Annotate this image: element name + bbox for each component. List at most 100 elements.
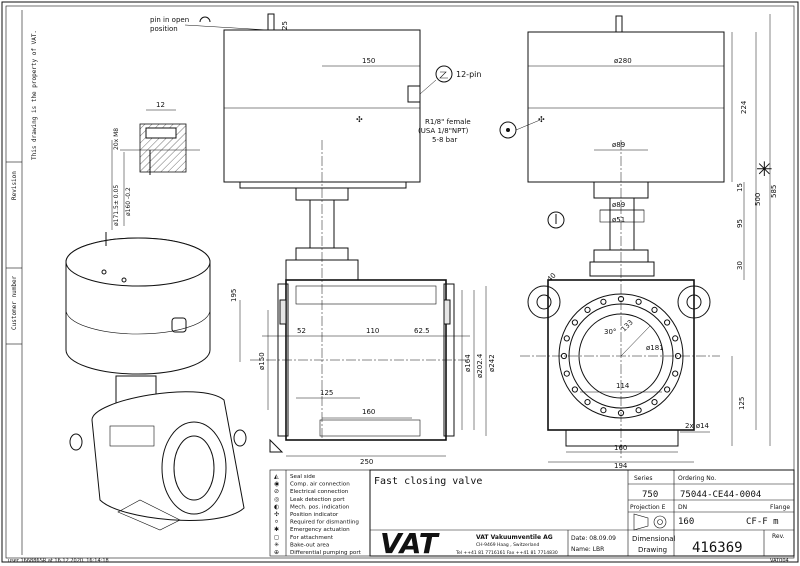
r18-label-2: (USA 1/8"NPT): [418, 127, 469, 135]
bolt-hole: [674, 352, 682, 360]
seal-side-triangle-icon: [269, 438, 284, 453]
dim-194: 194: [614, 462, 628, 470]
customer-number-label: Customer number: [11, 275, 18, 330]
legend-item: Seal side: [290, 474, 316, 480]
dim-12: 12: [156, 101, 165, 109]
dim-125: 125: [320, 389, 333, 397]
revision-field-label: Rev.: [772, 533, 785, 540]
vat-logo: VAT: [380, 527, 440, 560]
bolt-hole: [617, 295, 625, 303]
dim-125-side: 125: [738, 397, 746, 410]
seal-detail: 12 20x M8 ø171.5± 0.05 ø160 -0.2: [111, 101, 200, 230]
bolt-hole: [672, 335, 679, 342]
leak-detection-icon: [547, 211, 565, 229]
dimensional-label: Dimensional: [632, 535, 675, 543]
company-address: CH-9469 Haag , Switzerland: [476, 542, 539, 548]
bolt-hole: [560, 352, 568, 360]
legend-icon: ◭: [274, 473, 279, 480]
dim-114: 114: [616, 382, 630, 390]
legend-item: Differential pumping port: [290, 550, 362, 556]
bolt-hole: [600, 407, 607, 414]
legend-icon: ◻: [274, 534, 279, 541]
dn-value: 160: [678, 517, 694, 527]
r18-label-1: R1/8" female: [425, 118, 471, 126]
projection-label: Projection E: [630, 504, 666, 511]
bolt-hole: [651, 306, 658, 313]
dim-95: 95: [736, 219, 744, 228]
dim-dia-280: ø280: [614, 57, 632, 65]
twelve-pin-label: 12-pin: [456, 70, 481, 79]
title-block: [369, 469, 795, 557]
dim-dia-89-b: ø89: [612, 201, 625, 209]
dn-label: DN: [678, 504, 687, 511]
dim-dia-171: ø171.5± 0.05: [113, 185, 120, 226]
pin-open-label-1: pin in open: [150, 16, 189, 24]
bolt-hole: [651, 399, 658, 406]
bolt-hole: [563, 335, 570, 342]
legend-icon: ✱: [274, 526, 279, 533]
isometric-view: [65, 232, 247, 531]
dim-dia-160-tol: ø160 -0.2: [125, 187, 132, 216]
bake-out-asterisk-icon: ✳: [756, 157, 773, 181]
flange-label: Flange: [770, 504, 790, 511]
footer-user-stamp: user 166886SR at 16.12.2020, 16:14:18: [8, 558, 109, 564]
bolt-hole: [571, 386, 578, 393]
legend-item: Mech. pos. indication: [290, 504, 350, 510]
legend-icon: ⚪: [274, 519, 279, 526]
dim-52: 52: [297, 327, 306, 335]
drawing-title: Fast closing valve: [374, 476, 482, 487]
revision-label: Revision: [11, 171, 18, 200]
legend-item: Comp. air connection: [290, 482, 350, 488]
series-value: 750: [642, 490, 658, 500]
legend-icon: ⊕: [274, 549, 279, 556]
property-note: This drawing is the property of VAT.: [31, 30, 38, 160]
dim-2x-14: 2x ø14: [685, 422, 710, 430]
ordering-label: Ordering No.: [678, 475, 716, 482]
dim-160-side: 160: [614, 444, 627, 452]
legend-icon: ◐: [274, 503, 279, 510]
bolt-hole: [664, 386, 671, 393]
projection-symbol-icon: [633, 513, 667, 531]
bolt-hole: [635, 407, 642, 414]
date-field: Date: 08.09.09: [571, 535, 616, 542]
company-phone: Tel ++41 81 7716161 Fax ++41 81 7714830: [455, 550, 558, 556]
dim-dia-181: ø181: [646, 344, 664, 352]
legend-item: Bake-out area: [290, 542, 329, 548]
drawing-number: 416369: [692, 540, 743, 556]
legend-icon: ◉: [274, 481, 279, 488]
bolt-hole: [584, 399, 591, 406]
dim-195: 195: [230, 289, 238, 302]
footer-code: VAT004: [770, 558, 789, 564]
dim-25: 25: [281, 21, 289, 30]
legend-item: Required for dismantling: [290, 520, 359, 526]
front-view: ✣: [223, 13, 470, 441]
legend-icon: ✣: [274, 511, 279, 518]
dim-dia-150: ø150: [258, 352, 266, 370]
pin-indicator-icon: [199, 16, 211, 23]
dim-150: 150: [362, 57, 375, 65]
side-view: ✣: [520, 15, 725, 460]
dim-15: 15: [736, 183, 744, 192]
legend-icon: ✳: [274, 541, 279, 548]
dim-500: 500: [754, 193, 762, 206]
bolt-hole: [600, 298, 607, 305]
flange-value: CF-F m: [746, 517, 779, 527]
dim-133: 133: [620, 318, 635, 333]
r18-label-3: 5-8 bar: [432, 136, 457, 144]
dim-40: 40: [546, 271, 558, 283]
company-name: VAT Vakuumventile AG: [476, 534, 553, 541]
legend-icon: ◎: [274, 496, 279, 503]
electrical-connection-icon: [435, 65, 453, 83]
svg-text:✣: ✣: [356, 115, 363, 124]
legend-item: Electrical connection: [290, 489, 349, 495]
bolt-hole: [664, 319, 671, 326]
drawing-label: Drawing: [638, 546, 667, 554]
bolt-hole: [584, 306, 591, 313]
dim-dia-164: ø164: [464, 354, 472, 372]
series-label: Series: [634, 475, 652, 482]
dim-62-5: 62.5: [414, 327, 430, 335]
legend-item: Leak detection port: [290, 497, 345, 503]
name-field: Name: LBR: [571, 546, 604, 553]
